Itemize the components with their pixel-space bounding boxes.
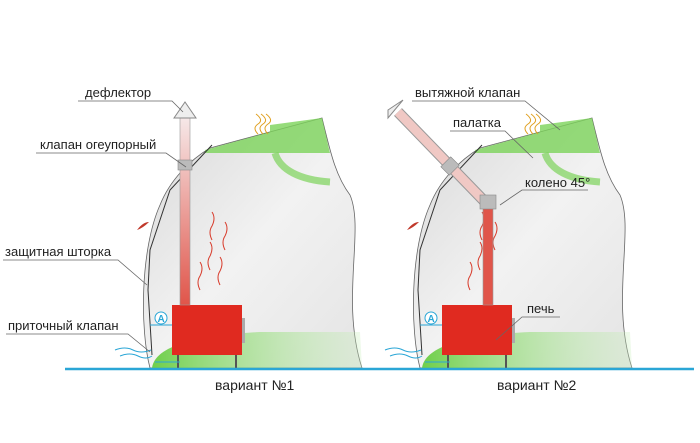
variant-2-group: A [384,99,633,369]
exhaust-air-arrow [264,113,272,135]
gap-marker-label: A [428,314,435,325]
air-inflow-arrow [389,353,423,359]
vent-window [541,151,601,186]
leader-exhaust-valve [412,100,561,131]
heat-wave [217,256,223,286]
exhaust-air-arrow [524,113,532,135]
heat-wave [207,241,213,271]
chimney-pipe-angled [394,108,492,209]
caption-variant-2: вариант №2 [497,377,577,393]
label-tent: палатка [453,115,502,130]
tie-strap [407,222,419,230]
air-inflow-arrow [119,353,153,359]
fire-valve [440,156,460,176]
label-exhaust-valve: вытяжной клапан [415,85,520,100]
leader-fire-valve [36,152,187,168]
fire-valve [177,159,193,171]
exhaust-air-arrow [259,113,267,135]
exhaust-air-arrow [529,113,537,135]
roof-flap [205,118,330,153]
air-inflow-arrow [384,347,422,353]
exhaust-air-arrow [534,113,542,135]
stove [442,305,512,355]
label-inlet-valve: приточный клапан [8,318,119,333]
leader-inlet-valve [6,333,151,353]
stove [172,305,242,355]
caption-variant-1: вариант №1 [215,377,295,393]
pipe-arrow-tip [387,99,404,120]
heat-wave [477,241,483,271]
variant-1-group: A [114,101,363,369]
gap-marker [154,311,168,325]
label-shield: защитная шторка [5,244,112,259]
gap-marker [424,311,438,325]
exhaust-air-arrow [254,113,262,135]
label-deflector: дефлектор [85,85,151,100]
gap-marker-label: A [158,314,165,325]
chimney-pipe [179,117,191,306]
heat-wave [222,221,228,251]
deflector-cap [173,101,197,119]
label-elbow: колено 45° [525,175,590,190]
leader-elbow [499,189,588,206]
label-stove: печь [527,301,555,316]
stove-door-handle [242,318,245,343]
tie-strap [137,222,149,230]
leader-shield [3,259,148,286]
heat-wave [467,261,473,291]
air-inflow-arrow [114,347,152,353]
heat-wave [492,221,498,251]
heat-wave [197,261,203,291]
leader-deflector [78,100,184,113]
label-fire-valve: клапан огеупорный [40,137,156,152]
chimney-pipe-vertical [482,204,494,306]
heat-wave [209,211,215,241]
elbow-45 [479,194,497,210]
roof-flap [475,118,600,153]
vent-window [271,151,331,186]
leader-stove [495,316,560,341]
leader-tent [450,130,534,159]
stove-door-handle [512,318,515,343]
